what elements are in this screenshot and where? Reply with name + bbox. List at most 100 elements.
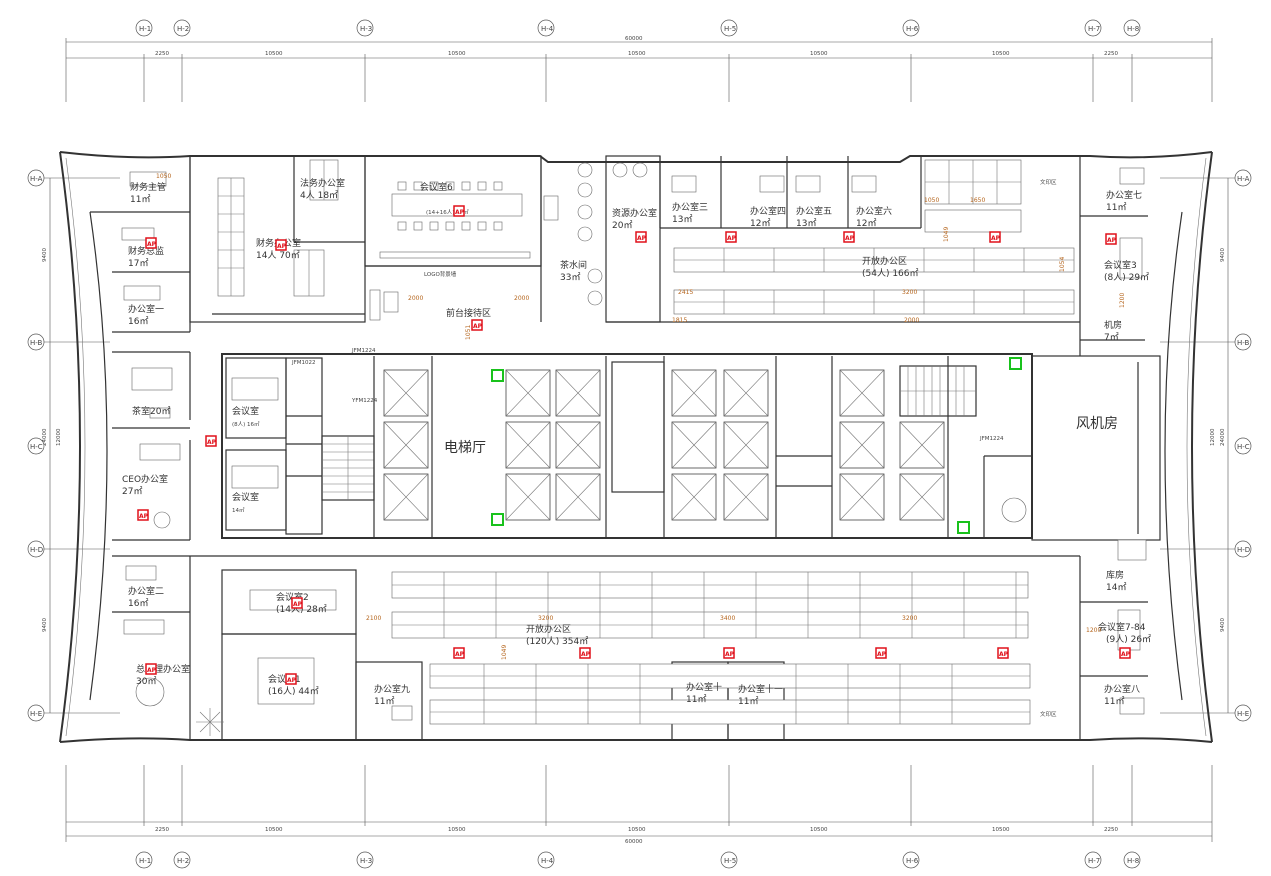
room-area: (9人) 26㎡ — [1106, 634, 1151, 645]
svg-text:H-7: H-7 — [1088, 25, 1100, 33]
exit-sign-icon — [491, 369, 504, 382]
fire-extinguisher-icon: AP — [635, 231, 647, 243]
room-area: 27㎡ — [122, 486, 142, 497]
room-label: 会议室6 — [420, 181, 453, 193]
dim-vert: 9400 — [42, 618, 48, 632]
fire-extinguisher-icon: AP — [989, 231, 1001, 243]
svg-text:H-E: H-E — [1237, 710, 1249, 718]
room-area: (16人) 44㎡ — [268, 686, 319, 697]
room-area: 12㎡ — [750, 218, 770, 229]
room-label: 电梯厅 — [444, 440, 486, 456]
stair-right — [899, 365, 977, 417]
dim-seg: 10500 — [628, 51, 646, 57]
svg-text:AP: AP — [1121, 651, 1131, 658]
grid-bubble-top: H-5 — [720, 19, 738, 37]
room-area: 14㎡ — [1106, 582, 1126, 593]
core-zone — [221, 353, 1161, 561]
grid-bubble-right: H-D — [1234, 540, 1252, 558]
grid-bubble-bottom: H-6 — [902, 851, 920, 869]
fire-extinguisher-icon: AP — [291, 597, 303, 609]
svg-text:H-8: H-8 — [1127, 857, 1139, 865]
svg-text:H-B: H-B — [1237, 339, 1250, 347]
room-area: 7㎡ — [1104, 332, 1119, 343]
dim-vert: 9400 — [42, 248, 48, 262]
grid-bubble-right: H-B — [1234, 333, 1252, 351]
fire-extinguisher-icon: AP — [1119, 647, 1131, 659]
exit-sign-icon — [1009, 357, 1022, 370]
fire-extinguisher-icon: AP — [145, 237, 157, 249]
exit-sign-icon — [491, 513, 504, 526]
dim-note: 1051 — [465, 325, 472, 340]
dim-seg: 2250 — [155, 51, 169, 57]
svg-text:H-7: H-7 — [1088, 857, 1100, 865]
fire-extinguisher-icon: AP — [453, 647, 465, 659]
svg-text:AP: AP — [207, 439, 217, 446]
dim-note: 1200 — [1086, 627, 1101, 634]
room-area: 4人 18㎡ — [300, 190, 338, 201]
dim-vert: 24000 — [1220, 428, 1226, 446]
dim-note: 1200 — [1119, 293, 1126, 308]
room-label: 开放办公区 — [862, 255, 907, 267]
svg-text:H-E: H-E — [30, 710, 42, 718]
svg-text:AP: AP — [139, 513, 149, 520]
svg-text:H-D: H-D — [30, 546, 43, 554]
room-label: 办公室四 — [750, 205, 786, 217]
dim-vert: 9400 — [1220, 248, 1226, 262]
bottom-dimensions: 60000 2250 10500 10500 10500 10500 10500… — [65, 765, 1213, 845]
grid-bubble-top: H-4 — [537, 19, 555, 37]
room-label: 财务主管 — [130, 181, 166, 193]
grid-bubble-right: H-E — [1234, 704, 1252, 722]
dim-note: 1049 — [501, 645, 508, 660]
room-label: 办公室六 — [856, 205, 892, 217]
grid-bubble-left: H-C — [27, 437, 45, 455]
fire-extinguisher-icon: AP — [145, 663, 157, 675]
svg-text:H-6: H-6 — [906, 25, 919, 33]
svg-text:AP: AP — [455, 651, 465, 658]
room-label: 办公室九 — [374, 683, 410, 695]
door-code: YFM1224 — [351, 398, 378, 404]
room-label: 茶室20㎡ — [132, 405, 170, 417]
elevator-bank-east — [671, 369, 945, 521]
dim-vert: 12000 — [56, 428, 62, 446]
fan-room-walls — [1031, 355, 1161, 541]
dim-seg: 2250 — [155, 827, 169, 833]
room-area: 16㎡ — [128, 598, 148, 609]
room-area: 11㎡ — [1104, 696, 1124, 707]
room-label: 办公室三 — [672, 201, 708, 213]
svg-text:H-D: H-D — [1237, 546, 1250, 554]
room-area: 11㎡ — [1106, 202, 1126, 213]
fire-extinguisher-icon: AP — [725, 231, 737, 243]
grid-bubble-top: H-6 — [902, 19, 920, 37]
left-offices — [90, 156, 191, 740]
dim-seg: 2250 — [1104, 51, 1118, 57]
svg-text:H-5: H-5 — [724, 25, 736, 33]
room-label: 会议室7-84 — [1098, 621, 1146, 633]
exit-markers — [491, 357, 1022, 534]
svg-text:H-C: H-C — [1237, 443, 1250, 451]
fire-extinguisher-icon: AP — [205, 435, 217, 447]
svg-text:AP: AP — [455, 209, 465, 216]
dim-vert: 9400 — [1220, 618, 1226, 632]
door-code: JFM1022 — [291, 360, 316, 366]
grid-bubble-bottom: H-8 — [1123, 851, 1141, 869]
room-area: (8人) 16㎡ — [232, 420, 260, 428]
dim-note: 2000 — [408, 295, 423, 302]
room-label: 办公室十 — [686, 681, 722, 693]
room-label: 会议室 — [232, 405, 259, 417]
room-area: 11㎡ — [374, 696, 394, 707]
room-area: (8人) 29㎡ — [1104, 272, 1149, 283]
dim-note: 3400 — [720, 615, 735, 622]
grid-bubble-left: H-D — [27, 540, 45, 558]
room-label: 会议室3 — [1104, 259, 1137, 271]
grid-bubble-bottom: H-2 — [173, 851, 191, 869]
room-label: 前台接待区 — [446, 307, 491, 319]
fire-extinguisher-markers: AP AP AP AP AP AP AP AP AP AP AP AP AP A… — [137, 205, 1131, 685]
grid-bubble-right: H-C — [1234, 437, 1252, 455]
orange-dimensions: 1050 2000 2000 2415 1815 3200 2000 1050 … — [156, 173, 1126, 660]
door-code: JFM1224 — [351, 348, 376, 354]
dim-seg: 10500 — [628, 827, 646, 833]
grid-bubble-bottom: H-3 — [356, 851, 374, 869]
room-label: 办公室八 — [1104, 683, 1140, 695]
svg-text:H-A: H-A — [30, 175, 43, 183]
dim-total-top: 60000 — [625, 36, 643, 42]
